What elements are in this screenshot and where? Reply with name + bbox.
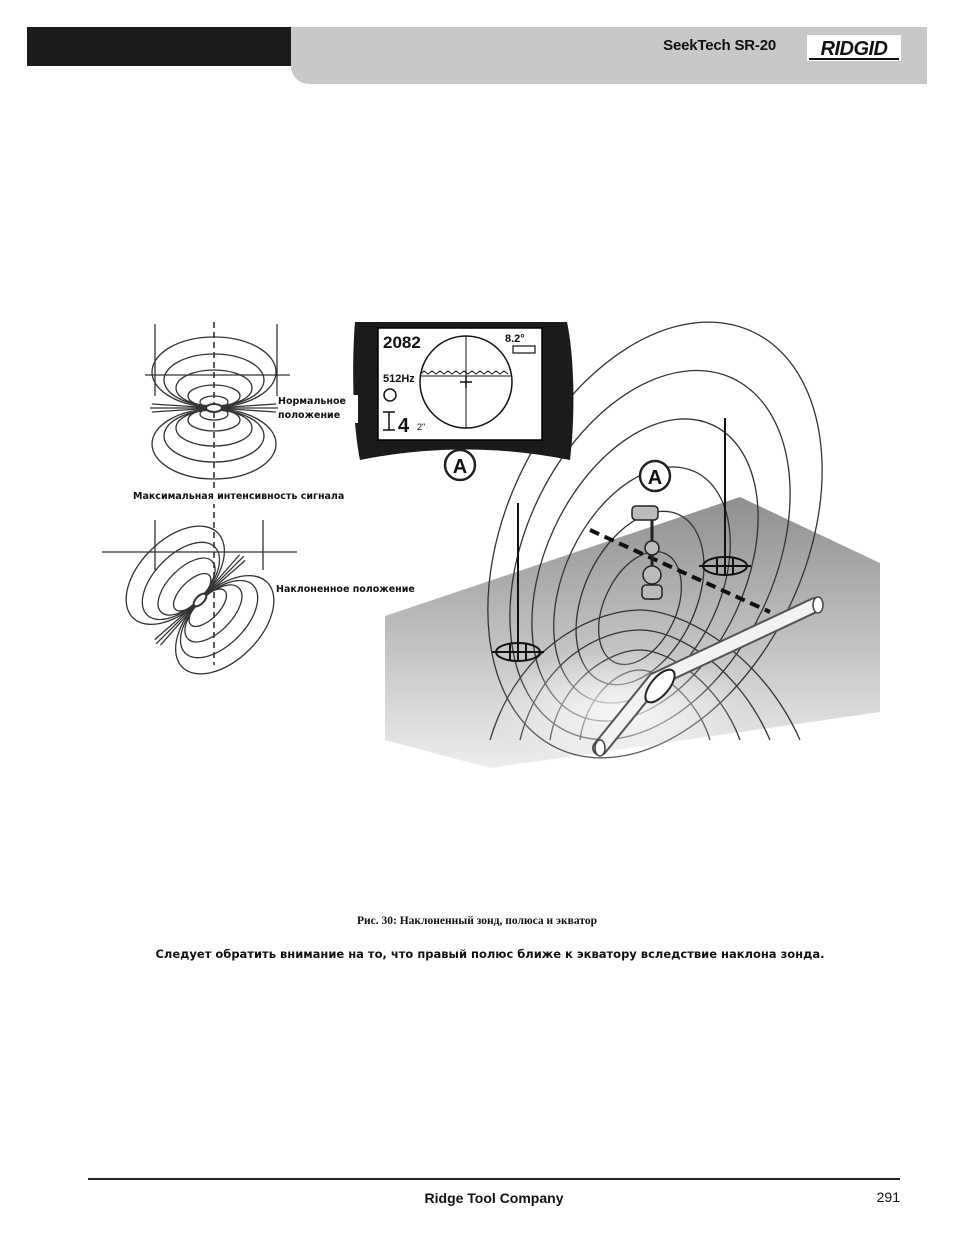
marker-a-display: A bbox=[443, 448, 477, 482]
marker-a-device: A bbox=[638, 459, 672, 493]
ridgid-logo: RIDGID bbox=[807, 35, 901, 61]
label-normal-position: Нормальное положение bbox=[278, 395, 358, 423]
figure-caption: Рис. 30: Наклоненный зонд, полюса и эква… bbox=[357, 915, 597, 927]
page-number: 291 bbox=[876, 1189, 900, 1205]
footer-divider bbox=[88, 1178, 900, 1180]
header-dark-bar bbox=[27, 27, 292, 66]
note-text: Следует обратить внимание на то, что пра… bbox=[155, 947, 825, 961]
svg-text:512Hz: 512Hz bbox=[383, 373, 415, 385]
locator-device bbox=[631, 505, 663, 600]
svg-text:2": 2" bbox=[417, 422, 425, 432]
figure-tilted-sonde: A 2082 8.2° 512Hz 4 2" A bbox=[102, 321, 880, 770]
normal-field-diagram bbox=[145, 322, 290, 490]
product-name: SeekTech SR-20 bbox=[663, 37, 776, 54]
svg-text:A: A bbox=[648, 467, 662, 489]
svg-text:8.2°: 8.2° bbox=[505, 333, 525, 345]
equator-line bbox=[589, 528, 771, 614]
tilted-field-diagram bbox=[102, 492, 297, 675]
svg-text:2082: 2082 bbox=[383, 333, 421, 352]
label-max-signal: Максимальная интенсивность сигнала bbox=[133, 490, 345, 504]
svg-text:A: A bbox=[453, 456, 467, 478]
locator-display: 2082 8.2° 512Hz 4 2" bbox=[353, 322, 574, 460]
svg-text:RIDGID: RIDGID bbox=[821, 38, 888, 60]
footer-company: Ridge Tool Company bbox=[424, 1190, 564, 1206]
label-tilted-position: Наклоненное положение bbox=[276, 583, 415, 597]
svg-text:4: 4 bbox=[398, 415, 410, 437]
pipe bbox=[592, 596, 824, 757]
header-tab bbox=[291, 66, 927, 84]
pole-markers bbox=[492, 418, 751, 662]
